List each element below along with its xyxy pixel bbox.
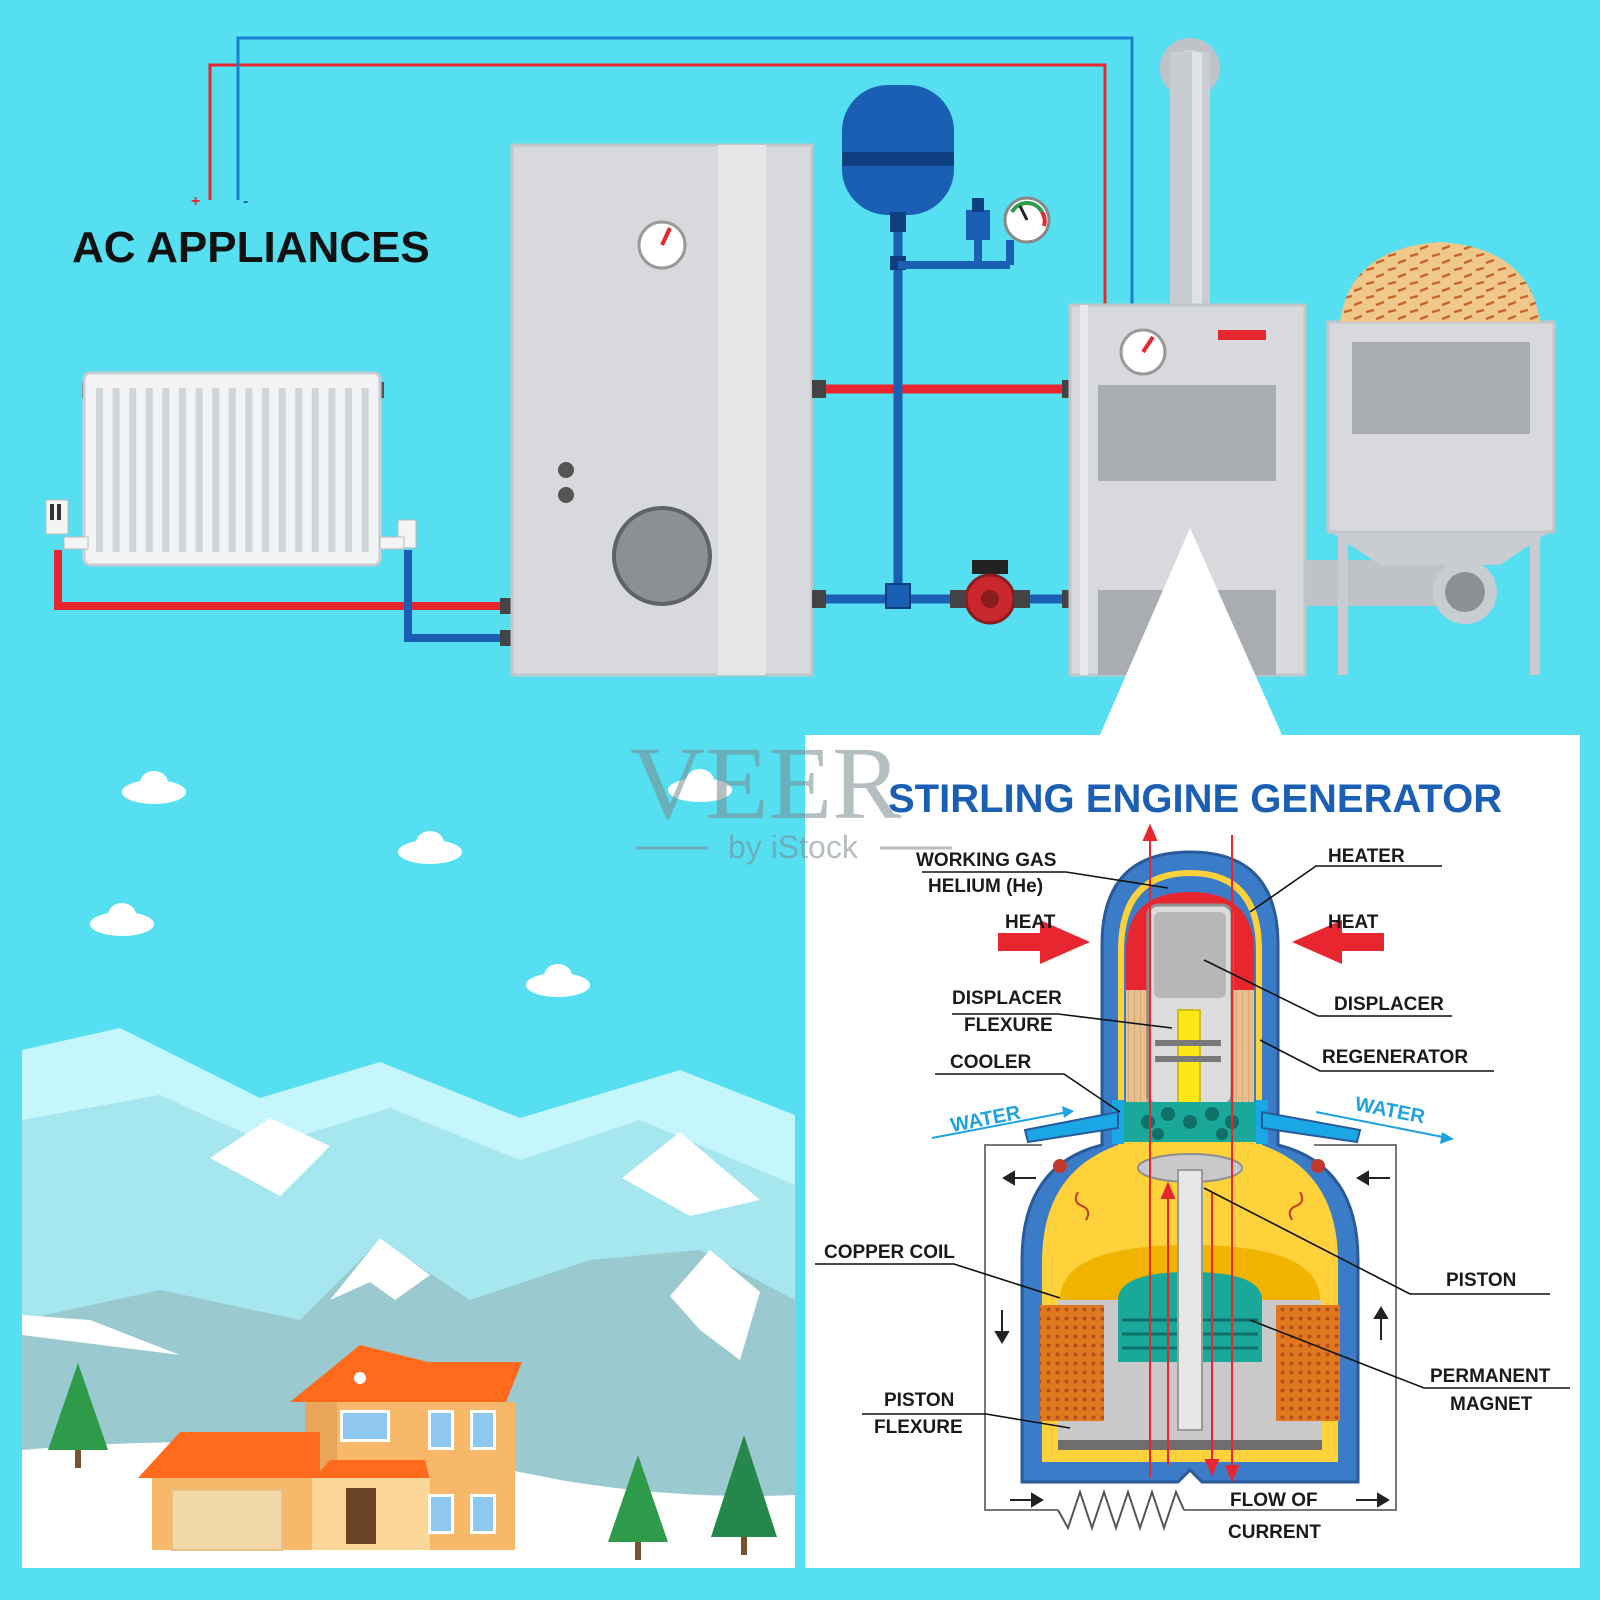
- landscape-panel: [22, 769, 795, 1568]
- label-cooler: COOLER: [950, 1052, 1032, 1073]
- radiator-fin: [345, 388, 352, 552]
- stirling-title: STIRLING ENGINE GENERATOR: [888, 777, 1502, 821]
- label-copper-coil: COPPER COIL: [824, 1242, 955, 1263]
- radiator-fin: [129, 388, 137, 552]
- stirling-panel: STIRLING ENGINE GENERATOR: [805, 528, 1580, 1568]
- radiator-fin: [179, 388, 186, 552]
- engine-labels: WORKING GAS HELIUM (He) HEATER HEAT HEAT…: [824, 846, 1551, 1543]
- circulation-pump: [950, 560, 1030, 625]
- chimney: [1160, 38, 1220, 308]
- stirling-engine: [1020, 850, 1360, 1484]
- label-permanent-magnet-line2: MAGNET: [1450, 1394, 1533, 1415]
- label-displacer-flexure-line2: FLEXURE: [964, 1015, 1053, 1036]
- label-heat-left: HEAT: [1005, 912, 1056, 933]
- radiator-fin: [245, 388, 253, 552]
- radiator-fin: [96, 388, 103, 552]
- radiator-fin: [162, 388, 170, 552]
- radiator-fin: [262, 388, 269, 552]
- callout-pointer: [1100, 528, 1282, 735]
- label-piston-flexure-line2: FLEXURE: [874, 1417, 963, 1438]
- label-permanent-magnet-line1: PERMANENT: [1430, 1366, 1551, 1387]
- radiator-fin: [295, 388, 303, 552]
- radiator-fin: [195, 388, 203, 552]
- storage-tank: [510, 143, 814, 677]
- radiator-fin: [212, 388, 220, 552]
- radiator-fin: [228, 388, 236, 552]
- plus-terminal: +: [191, 193, 200, 210]
- leader-lines: [815, 865, 1570, 1429]
- radiator-fin: [278, 388, 286, 552]
- minus-terminal: -: [243, 193, 248, 210]
- label-regenerator: REGENERATOR: [1322, 1047, 1468, 1068]
- label-flow-of-current-line1: FLOW OF: [1230, 1490, 1318, 1511]
- heat-arrow-right: [1292, 920, 1384, 964]
- radiator-fin: [145, 388, 153, 552]
- trees: [48, 1363, 777, 1560]
- radiator-fin: [361, 388, 369, 552]
- radiator-fin: [328, 388, 336, 552]
- label-flow-of-current-line2: CURRENT: [1228, 1522, 1321, 1543]
- label-piston-flexure-line1: PISTON: [884, 1390, 954, 1411]
- label-displacer-flexure-line1: DISPLACER: [952, 988, 1062, 1009]
- watermark-brand: VEER: [630, 726, 902, 841]
- water-pipes: [931, 1106, 1454, 1144]
- ac-appliances-title: AC APPLIANCES: [72, 223, 430, 272]
- label-piston: PISTON: [1446, 1270, 1516, 1291]
- radiator: [45, 371, 417, 567]
- label-working-gas: WORKING GAS: [916, 850, 1056, 871]
- radiator-fin: [112, 388, 120, 552]
- boiler-pipes: [812, 230, 1076, 609]
- clouds: [90, 769, 732, 997]
- expansion-vessel: [842, 85, 954, 232]
- radiator-fins: [96, 388, 369, 552]
- house: [138, 1345, 522, 1551]
- label-heater: HEATER: [1328, 846, 1405, 867]
- watermark: VEER by iStock: [630, 726, 952, 865]
- current-loop: [984, 1144, 1397, 1532]
- watermark-by: by iStock: [728, 829, 859, 865]
- heat-arrow-left: [998, 920, 1090, 964]
- pressure-gauge: [1003, 196, 1051, 244]
- power-wires: [208, 36, 1134, 305]
- gas-flow: [1142, 823, 1240, 1483]
- air-vent: [966, 198, 990, 240]
- label-heat-right: HEAT: [1328, 912, 1379, 933]
- label-displacer: DISPLACER: [1334, 994, 1444, 1015]
- heating-system: + - AC APPLIANCES: [45, 36, 1556, 677]
- radiator-fin: [311, 388, 319, 552]
- pellet-hopper: [1305, 242, 1556, 675]
- label-helium: HELIUM (He): [928, 876, 1043, 897]
